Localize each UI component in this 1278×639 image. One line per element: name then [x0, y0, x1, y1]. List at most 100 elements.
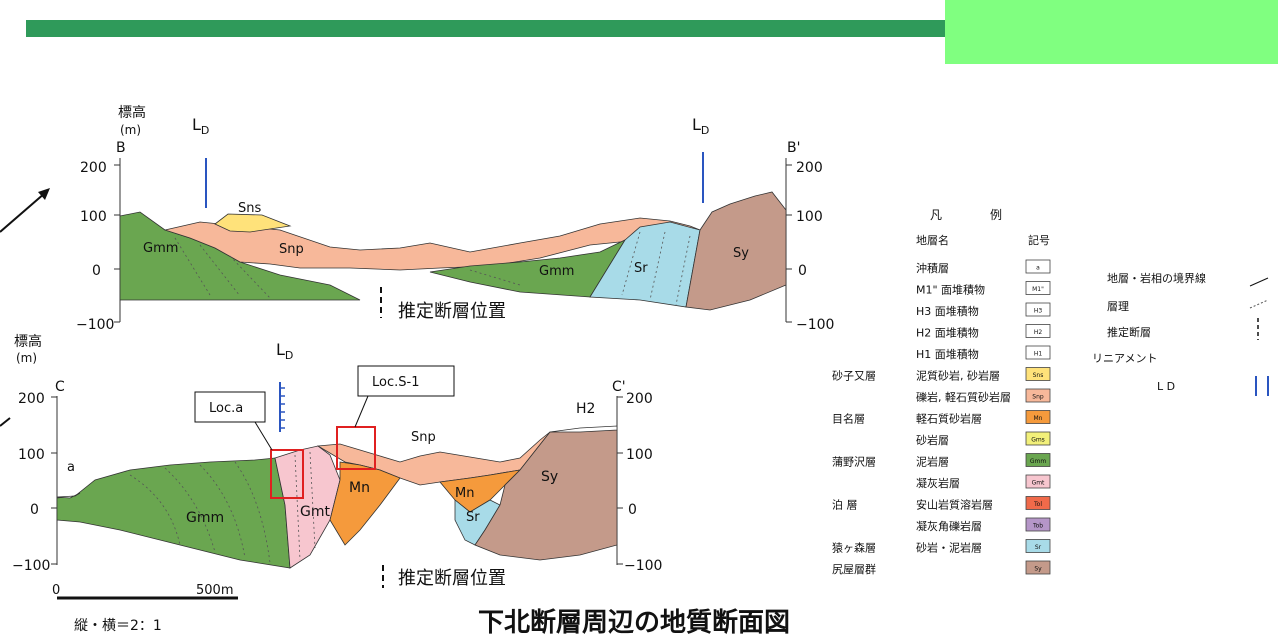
section-c-label-sy: Sy	[541, 469, 558, 485]
section-c-bedding	[129, 451, 316, 564]
section-b-unit: (m)	[120, 123, 141, 137]
legend-swatch	[1025, 388, 1051, 403]
legend-title-a: 凡	[930, 208, 942, 222]
section-c-left-end: C	[55, 379, 65, 395]
section-c-gmm	[56, 457, 291, 569]
legend-symbol: Gmt	[1032, 480, 1045, 487]
section-c-label-gmt: Gmt	[300, 504, 330, 520]
section-c-tick-100: 100	[18, 447, 45, 463]
header-green-box	[945, 0, 1278, 64]
legend-title-b: 例	[990, 208, 1002, 222]
section-c-right-tick-100: 100	[626, 447, 653, 463]
figure-title: 下北断層周辺の地質断面図	[478, 608, 791, 638]
section-b-tick-200: 200	[80, 160, 107, 176]
section-b-gmm-right	[429, 239, 627, 298]
section-b-tick-neg100: −100	[76, 317, 114, 333]
legend-swatch	[1025, 496, 1051, 510]
section-c-loc-s1-leader	[354, 395, 369, 428]
section-c-loc-s1-box	[336, 426, 376, 470]
legend-symbol: H3	[1034, 308, 1043, 315]
section-b-label-gmm-right: Gmm	[539, 264, 574, 279]
legend-line-ld: L D	[1157, 380, 1175, 393]
section-c-tick-200: 200	[18, 391, 45, 407]
legend-group-label: 猿ヶ森層	[832, 541, 876, 555]
scale-ratio: 縦・横＝2：1	[74, 618, 162, 634]
section-b-right-end: B'	[787, 140, 800, 156]
legend-group-label: 蒲野沢層	[832, 455, 876, 469]
section-c-loc-s1-label: Loc.S-1	[372, 375, 419, 390]
legend-line-boundary: 地層・岩相の境界線	[1107, 271, 1206, 285]
legend-swatch	[1025, 474, 1051, 489]
section-c-label-snp: Snp	[411, 430, 436, 445]
legend-unit-name: 凝灰岩層	[916, 476, 960, 490]
section-b-ld-label-left: LD	[192, 115, 209, 137]
legend-swatch	[1025, 281, 1051, 295]
section-b-ld-label-right: LD	[692, 115, 709, 137]
section-c-tick-neg100: −100	[12, 558, 50, 574]
section-b-label-sy: Sy	[733, 246, 749, 261]
legend-symbol: M1"	[1032, 286, 1044, 293]
section-b-label-gmm-left: Gmm	[143, 241, 178, 256]
section-c-a	[56, 492, 81, 499]
scale-zero: 0	[52, 583, 60, 598]
legend-line-lineament: リニアメント	[1092, 352, 1157, 365]
legend-symbol: Tob	[1032, 523, 1043, 530]
legend-group-label: 目名層	[832, 412, 865, 426]
section-c-loc-a-box	[270, 449, 304, 499]
legend-group-label: 泊 層	[832, 499, 858, 512]
section-c-loc-a-label: Loc.a	[209, 401, 243, 416]
legend-unit-name: 泥質砂岩, 砂岩層	[916, 369, 1000, 383]
pointer-arrow	[0, 192, 46, 233]
legend-unit-name: H2 面堆積物	[916, 326, 979, 340]
legend-symbol: Tol	[1033, 501, 1042, 508]
section-c-mn-left	[329, 461, 401, 546]
section-b-snp	[163, 217, 702, 271]
section-b-label-sr: Sr	[634, 261, 648, 276]
section-c-label-a: a	[67, 460, 75, 475]
section-c-loc-s1-callout	[357, 365, 455, 397]
section-b-left-end: B	[116, 140, 126, 156]
section-c-label-mn-right: Mn	[455, 486, 474, 501]
section-c-fault-note: 推定断層位置	[398, 568, 506, 589]
legend-unit-name: H1 面堆積物	[916, 347, 979, 361]
section-b-right-tick-neg100: −100	[796, 317, 834, 333]
legend-symbol: H1	[1034, 351, 1043, 358]
section-b-bedding	[174, 231, 691, 306]
section-b-tick-0: 0	[92, 263, 101, 279]
section-b-elev-label: 標高	[118, 104, 146, 121]
legend-symbol: Mn	[1034, 415, 1043, 422]
legend-unit-name: M1" 面堆積物	[916, 283, 985, 297]
pointer-arrow-2	[0, 417, 11, 427]
section-c-label-gmm: Gmm	[186, 510, 224, 526]
legend-group-label: 尻屋層群	[832, 562, 876, 576]
section-c-label-sr: Sr	[466, 510, 480, 525]
legend-swatch	[1025, 539, 1051, 553]
section-b-sns	[214, 213, 292, 233]
scale-500: 500m	[196, 583, 233, 598]
legend-col-symbol: 記号	[1028, 233, 1050, 247]
legend-symbol: H2	[1034, 329, 1043, 336]
section-b-label-sns: Sns	[238, 201, 261, 216]
section-c-right-tick-200: 200	[626, 391, 653, 407]
legend-swatch	[1025, 410, 1051, 424]
legend-swatch	[1025, 259, 1051, 274]
section-c-unit: (m)	[16, 351, 37, 365]
legend-swatch	[1025, 453, 1051, 467]
pointer-arrowhead	[38, 188, 50, 200]
legend-unit-name: 礫岩, 軽石質砂岩層	[916, 390, 1011, 404]
section-c-h2	[549, 425, 618, 433]
section-c-right-end: C'	[612, 379, 626, 395]
section-b-sy	[685, 191, 787, 311]
legend-line-bedding: 層理	[1107, 300, 1129, 313]
legend-unit-name: 凝灰角礫岩層	[916, 519, 982, 533]
legend-swatch	[1025, 517, 1051, 532]
section-c-loc-a-leader	[254, 421, 273, 451]
legend-col-name: 地層名	[916, 233, 949, 247]
legend-swatch	[1025, 324, 1051, 338]
legend-swatch	[1025, 431, 1051, 446]
section-b-label-snp: Snp	[279, 242, 304, 257]
legend-unit-name: 安山岩質溶岩層	[916, 498, 993, 512]
legend-unit-name: 沖積層	[916, 261, 949, 275]
